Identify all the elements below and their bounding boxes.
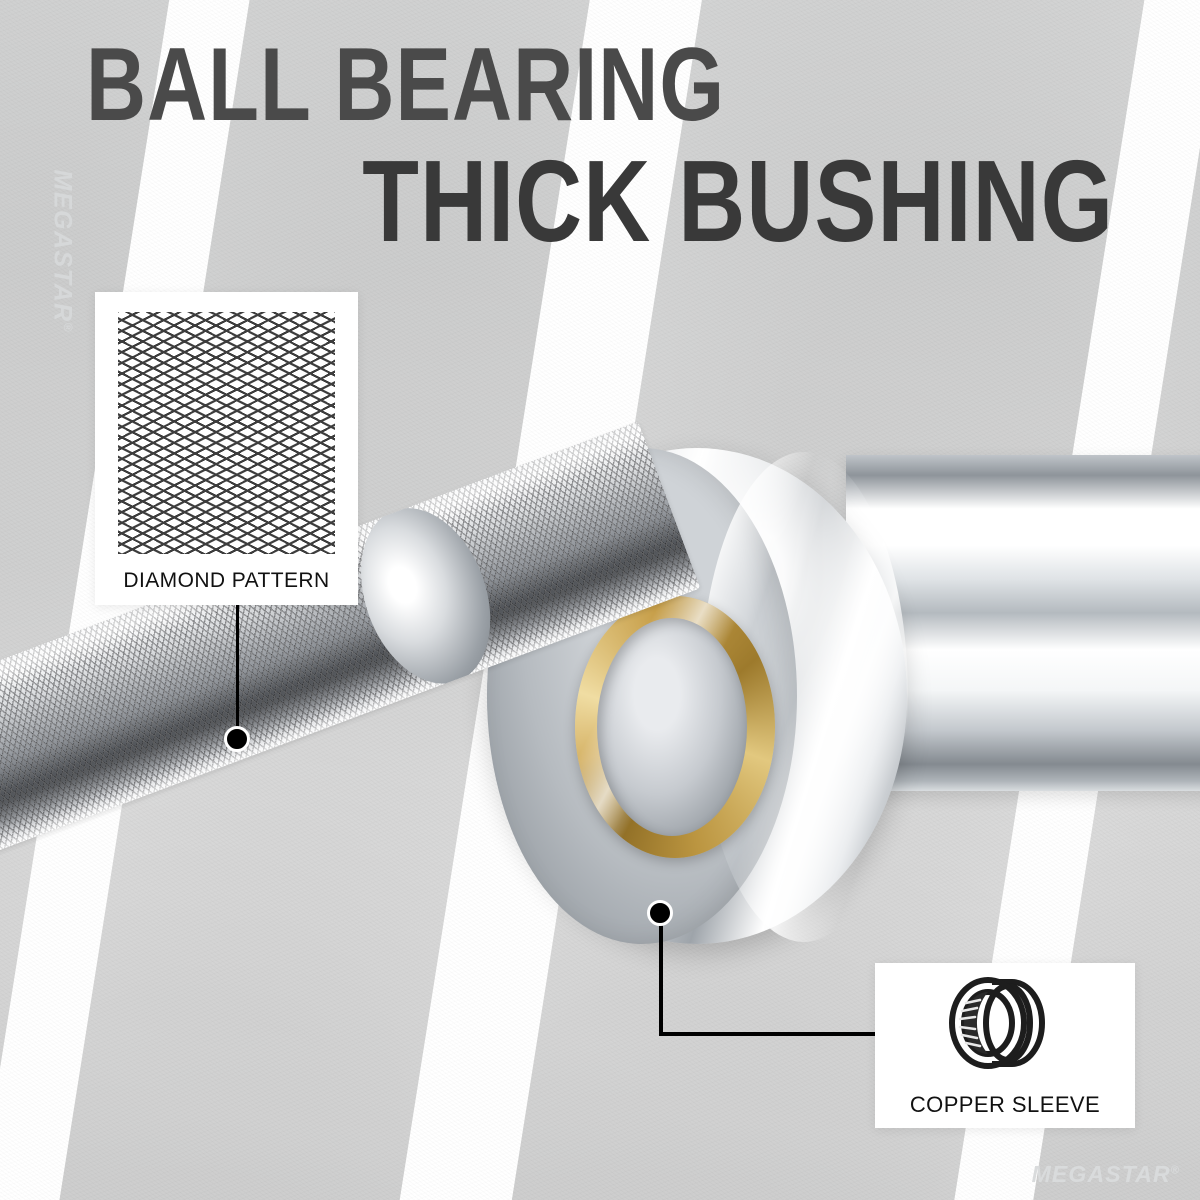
diamond-knurl-mesh-swatch-icon <box>118 312 335 554</box>
callout-dot-copper-sleeve <box>647 900 673 926</box>
leader-line-copper-sleeve-vertical <box>659 918 663 1036</box>
leader-line-diamond-pattern <box>236 605 239 739</box>
callout-dot-diamond-pattern <box>224 726 250 752</box>
watermark-bottom: MEGASTAR® <box>1032 1161 1180 1188</box>
copper-bushing-bore <box>597 618 747 836</box>
headline-line-1: BALL BEARING <box>86 27 726 143</box>
watermark-bottom-registered-icon: ® <box>1170 1164 1180 1177</box>
watermark-side-text: MEGASTAR <box>48 169 77 323</box>
card-diamond-pattern[interactable]: DIAMOND PATTERN <box>95 292 358 605</box>
headline-line-2: THICK BUSHING <box>362 135 1114 266</box>
watermark-side-registered-icon: ® <box>60 322 75 334</box>
card-diamond-pattern-label: DIAMOND PATTERN <box>123 569 330 592</box>
leader-line-copper-sleeve-horizontal <box>659 1032 881 1036</box>
watermark-bottom-text: MEGASTAR <box>1031 1161 1171 1187</box>
card-copper-sleeve[interactable]: COPPER SLEEVE <box>875 963 1135 1128</box>
card-copper-sleeve-label: COPPER SLEEVE <box>909 1092 1101 1117</box>
watermark-side: MEGASTAR® <box>48 170 77 370</box>
roller-bearing-icon <box>946 973 1064 1082</box>
headline-block: BALL BEARING THICK BUSHING <box>0 27 1200 266</box>
